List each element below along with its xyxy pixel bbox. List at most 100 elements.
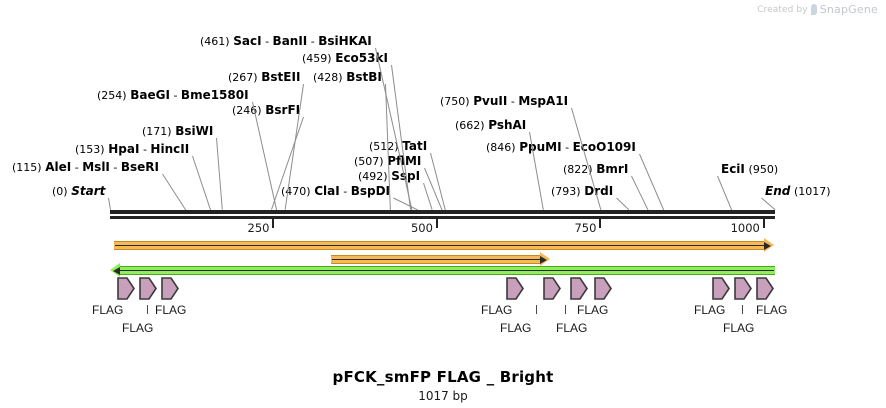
enzyme-label-ppumi[interactable]: (846) PpuMI - EcoO109I: [486, 141, 636, 154]
enzyme-label-bstbi[interactable]: (428) BstBI: [313, 71, 382, 84]
leader-line: [717, 175, 733, 211]
enzyme-label-bsiwi[interactable]: (171) BsiWI: [142, 125, 213, 138]
flag-label-connector: [536, 305, 537, 314]
enzyme-name: End: [765, 184, 791, 198]
enzyme-label-baegi[interactable]: (254) BaeGI - Bme1580I: [97, 89, 249, 102]
leader-line: [616, 197, 630, 211]
flag-tag-label: FLAG: [556, 321, 588, 335]
flag-tag-arrow-icon[interactable]: [734, 277, 752, 300]
enzyme-name: PshAI: [488, 118, 527, 132]
dna-backbone: [110, 210, 775, 214]
enzyme-name: EciI: [721, 162, 745, 176]
flag-tag-label: FLAG: [122, 321, 154, 335]
enzyme-name: MspA1I: [518, 94, 569, 108]
flag-tag-arrow-icon[interactable]: [594, 277, 612, 300]
enzyme-label-bsrfi[interactable]: (246) BsrFI: [232, 104, 300, 117]
enzyme-name: MslI: [82, 160, 110, 174]
enzyme-position: (470): [281, 185, 311, 198]
enzyme-name: AleI: [45, 160, 72, 174]
enzyme-label-ecii[interactable]: EciI (950): [721, 163, 778, 176]
leader-line: [162, 173, 187, 211]
enzyme-label-pvuii[interactable]: (750) PvuII - MspA1I: [440, 95, 568, 108]
leader-line: [391, 64, 412, 211]
flag-tag-label: FLAG: [500, 321, 532, 335]
enzyme-label-bsteii[interactable]: (267) BstEII: [228, 71, 300, 84]
enzyme-position: (846): [486, 141, 516, 154]
enzyme-label-clai[interactable]: (470) ClaI - BspDI: [281, 185, 390, 198]
leader-line: [393, 197, 419, 211]
flag-tag-arrow-icon[interactable]: [117, 277, 135, 300]
enzyme-label-alei[interactable]: (115) AleI - MslI - BseRI: [12, 161, 159, 174]
enzyme-name: BanII: [272, 34, 308, 48]
enzyme-label-hpai[interactable]: (153) HpaI - HincII: [75, 143, 189, 156]
flag-tag-label: FLAG: [481, 303, 513, 317]
flag-tag-arrow-icon[interactable]: [506, 277, 524, 300]
enzyme-position: (461): [200, 35, 230, 48]
orange-feature-2[interactable]: [331, 252, 551, 266]
ruler-tick-label: 500: [410, 221, 433, 235]
feature-arrowhead-right-icon: [540, 252, 551, 266]
enzyme-position: (153): [75, 143, 105, 156]
enzyme-label-start[interactable]: (0) Start: [52, 185, 105, 198]
flag-tag-label: FLAG: [577, 303, 609, 317]
orange-feature-1[interactable]: [113, 238, 775, 252]
enzyme-separator: -: [339, 185, 351, 198]
plasmid-size-label: 1017 bp: [418, 389, 468, 403]
flag-tag-label: FLAG: [92, 303, 124, 317]
enzyme-position: (1017): [794, 185, 831, 198]
enzyme-position: (950): [748, 163, 779, 176]
enzyme-separator: -: [507, 95, 519, 108]
watermark-prefix: Created by: [757, 4, 808, 15]
enzyme-name: BsiHKAI: [318, 34, 372, 48]
enzyme-name: BseRI: [120, 160, 160, 174]
enzyme-label-drdi[interactable]: (793) DrdI: [551, 185, 613, 198]
flag-tag-arrow-icon[interactable]: [161, 277, 179, 300]
leader-line: [761, 197, 776, 211]
enzyme-name: BsiWI: [175, 124, 214, 138]
snapgene-watermark: Created by SnapGene: [757, 3, 878, 16]
flag-tag-arrow-icon[interactable]: [139, 277, 157, 300]
title-block: pFCK_smFP FLAG _ Bright 1017 bp: [0, 368, 886, 403]
green-feature-1[interactable]: [110, 263, 775, 277]
enzyme-name: PvuII: [473, 94, 508, 108]
dna-backbone-lower: [110, 216, 775, 219]
enzyme-position: (0): [52, 185, 68, 198]
enzyme-separator: -: [307, 35, 319, 48]
feature-arrowhead-left-icon: [110, 263, 120, 277]
enzyme-name: SacI: [233, 34, 262, 48]
flag-tag-label: FLAG: [694, 303, 726, 317]
enzyme-name: TatI: [402, 139, 428, 153]
enzyme-name: Start: [71, 184, 106, 198]
enzyme-separator: -: [139, 143, 151, 156]
flag-tag-label: FLAG: [756, 303, 788, 317]
enzyme-position: (750): [440, 95, 470, 108]
enzyme-label-eco53ki[interactable]: (459) Eco53kI: [302, 52, 388, 65]
feature-body: [113, 241, 765, 250]
flag-tag-arrow-icon[interactable]: [756, 277, 774, 300]
enzyme-separator: -: [169, 89, 181, 102]
enzyme-name: BsrFI: [265, 103, 301, 117]
ruler-tick-label: 250: [247, 221, 270, 235]
enzyme-position: (254): [97, 89, 127, 102]
enzyme-name: HpaI: [108, 142, 140, 156]
flag-label-connector: [147, 305, 148, 314]
enzyme-label-end[interactable]: End (1017): [765, 185, 831, 198]
feature-arrowhead-right-icon: [764, 238, 775, 252]
flag-tag-arrow-icon[interactable]: [712, 277, 730, 300]
flag-tag-arrow-icon[interactable]: [543, 277, 561, 300]
leader-line: [631, 175, 649, 211]
enzyme-position: (512): [369, 140, 399, 153]
enzyme-name: EcoO109I: [572, 140, 636, 154]
enzyme-position: (507): [354, 155, 384, 168]
leader-line: [108, 197, 111, 211]
enzyme-position: (115): [12, 161, 42, 174]
enzyme-label-saci[interactable]: (461) SacI - BanII - BsiHKAI: [200, 35, 372, 48]
flag-tag-arrow-icon[interactable]: [570, 277, 588, 300]
enzyme-label-tati[interactable]: (512) TatI: [369, 140, 427, 153]
enzyme-label-bmri[interactable]: (822) BmrI: [563, 163, 628, 176]
ruler-tick: [272, 219, 275, 228]
feature-body: [331, 255, 541, 264]
enzyme-separator: -: [109, 161, 121, 174]
enzyme-label-pshai[interactable]: (662) PshAI: [455, 119, 526, 132]
